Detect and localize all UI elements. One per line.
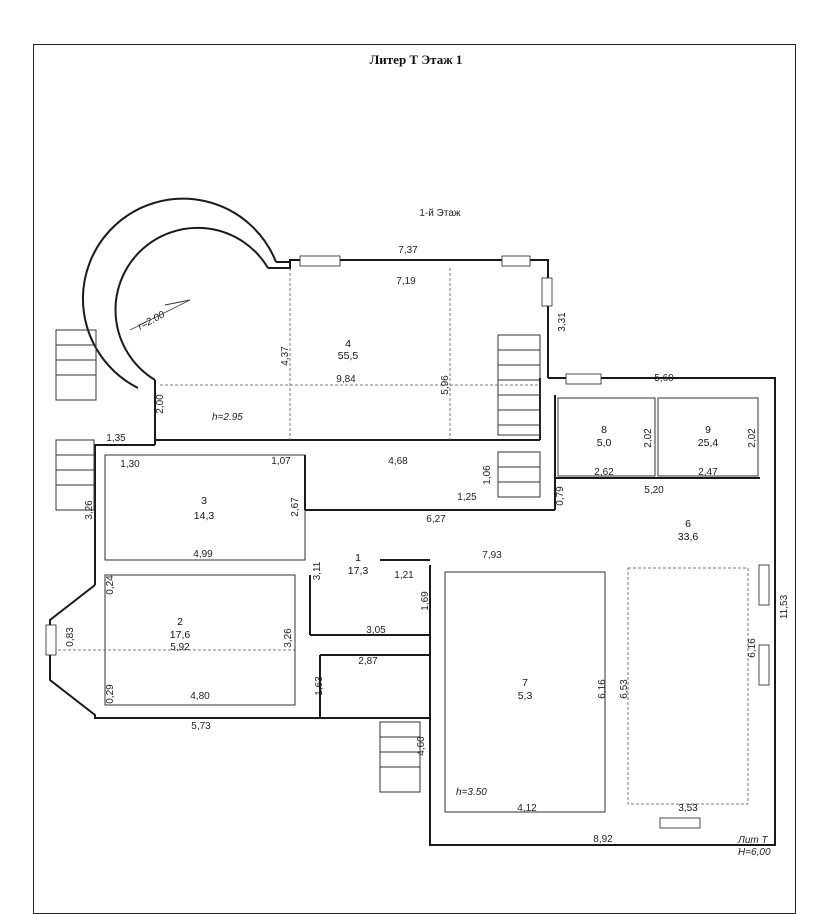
dimension: 1,63 [314,676,325,696]
dimension: 4,99 [193,549,213,560]
dimension: 4,12 [517,803,537,814]
stamp-line1: Лит Т [737,835,769,846]
dimension: 11,53 [779,594,790,619]
windows [45,255,770,829]
room-3-area: 14,3 [194,510,215,522]
radius-label: r=2.00 [136,309,167,332]
room-7-number: 8 [601,424,607,436]
dimension: 2,02 [643,428,654,448]
dimension: 1,69 [420,591,431,611]
stamp-line2: Н=6,00 [738,847,771,858]
dimension: 7,19 [396,276,416,287]
dimension: 8,92 [593,834,613,845]
dimension: 4,37 [280,346,291,366]
dimension: 5,92 [170,642,190,653]
dimension: 3,53 [678,803,698,814]
room-1-area: 17,3 [348,565,369,577]
height-main-label: h=2.95 [212,412,243,423]
room-9-area: 5,3 [518,690,533,702]
dimension: 4,60 [416,736,427,756]
sheet-title: Литер Т Этаж 1 [369,52,463,67]
room-2-number: 2 [177,616,183,628]
dimension-labels: 7,37 7,19 3,31 4,37 9,84 5,96 5,60 2,00 … [65,245,790,845]
dimension: 3,31 [557,312,568,332]
dimension: 1,06 [482,465,493,485]
dimension: 0,24 [105,575,116,595]
room-4-area: 55,5 [338,350,359,362]
dimension: 1,25 [457,492,477,503]
dimension: 3,05 [366,625,386,636]
room-6-area: 33,6 [678,531,699,543]
dimension: 6,16 [747,638,758,658]
room-labels: 4 55,5 3 14,3 1 17,3 2 17,6 8 5,0 9 25,4… [170,338,719,702]
dimension: 0,83 [65,627,76,647]
stairs [55,329,541,793]
interior-walls [58,268,760,813]
dimension: 3,26 [283,628,294,648]
dimension: 3,26 [84,500,95,520]
dimension: 2,62 [594,467,614,478]
room-2-area: 17,6 [170,629,191,641]
dimension: 5,20 [644,485,664,496]
dimension: 5,60 [654,373,674,384]
dimension: 0,79 [555,486,566,506]
floor-label: 1-й Этаж [419,208,460,219]
dimension: 2,02 [747,428,758,448]
dimension: 2,47 [698,467,718,478]
height-room9-label: h=3.50 [456,787,487,798]
dimension: 6,16 [597,679,608,699]
outer-walls [49,259,776,846]
room-8-number: 9 [705,424,711,436]
dimension: 2,67 [290,497,301,517]
room-6-number: 6 [685,518,691,530]
dimension: 3,11 [312,561,323,580]
dimension: 4,68 [388,456,408,467]
room-3-number: 3 [201,495,207,507]
dimension: 2,87 [358,656,378,667]
dimension: 9,84 [336,374,356,385]
dimension: 1,07 [271,456,291,467]
dimension: 5,96 [440,375,451,395]
room-1-number: 1 [355,552,361,564]
dimension: 1,21 [394,570,414,581]
room-4-number: 4 [345,338,351,350]
annotations: 1-й Этаж r=2.00 h=2.95 h=3.50 Лит Т Н=6,… [136,208,771,858]
room-7-area: 5,0 [597,437,612,449]
room-9-number: 7 [522,677,528,689]
dimension: 5,73 [191,721,211,732]
dimension: 2,00 [155,394,166,414]
dimension: 7,37 [398,245,418,256]
rotunda-walls [82,197,277,389]
dimension: 7,93 [482,550,502,561]
dimension: 6,27 [426,514,446,525]
dimension: 6,53 [619,679,630,699]
dimension: 4,80 [190,691,210,702]
room-8-area: 25,4 [698,437,719,449]
dimension: 1,35 [106,433,126,444]
dimension: 0,29 [105,684,116,704]
dimension: 1,30 [120,459,140,470]
